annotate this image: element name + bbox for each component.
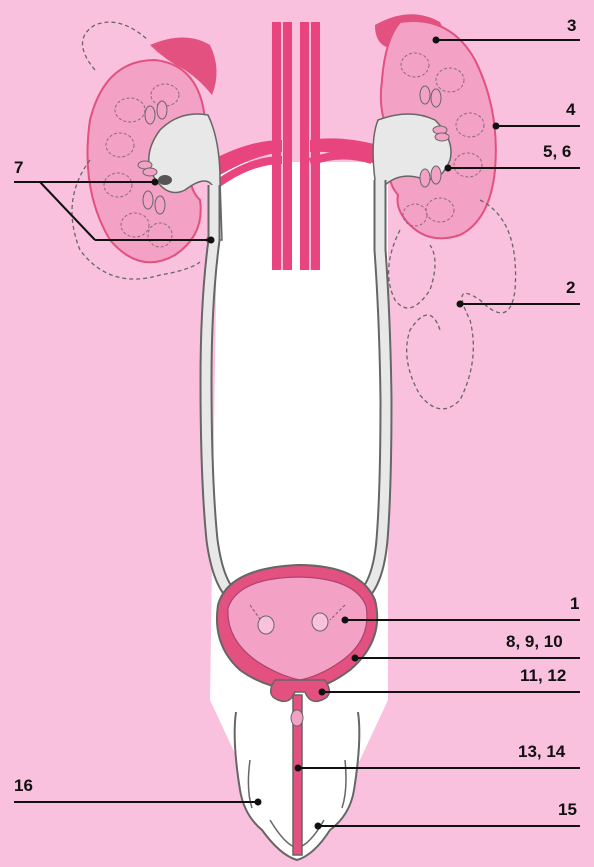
label-11-12: 11, 12 (520, 666, 566, 686)
label-5-6: 5, 6 (543, 142, 571, 162)
label-16: 16 (14, 776, 33, 796)
ureteric-orifice-left (258, 616, 274, 634)
label-2: 2 (566, 278, 575, 298)
label-4: 4 (566, 100, 575, 120)
label-8-9-10: 8, 9, 10 (506, 632, 563, 652)
right-kidney (373, 21, 515, 409)
kidney-stone-pelvis (158, 175, 172, 185)
label-7: 7 (14, 158, 23, 178)
label-1: 1 (570, 594, 579, 614)
penis (235, 695, 360, 860)
label-15: 15 (558, 800, 577, 820)
ureteric-orifice-right (312, 613, 328, 631)
label-13-14: 13, 14 (518, 742, 565, 762)
label-3: 3 (567, 16, 576, 36)
